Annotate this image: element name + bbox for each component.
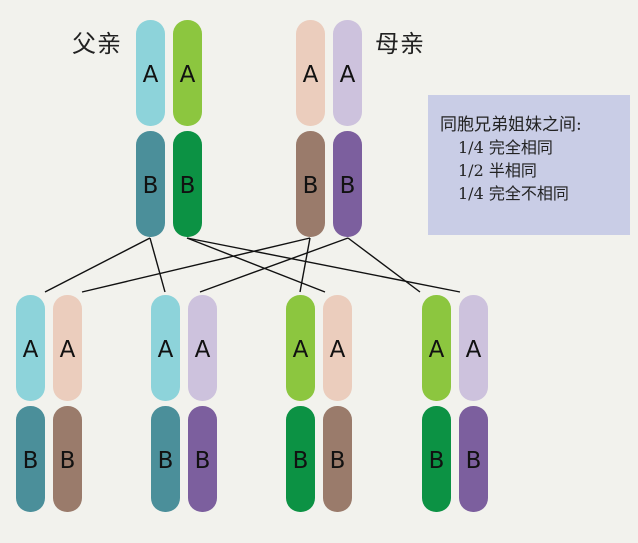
child-3-chromosome-1: AB (286, 295, 315, 512)
inheritance-line-5 (81, 237, 311, 293)
father-chromosome-2: AB (173, 20, 202, 237)
chromosome-segment-b (151, 406, 180, 512)
gene-label-b: B (23, 448, 39, 474)
chromosome-segment-b (188, 406, 217, 512)
gene-label-a: A (340, 62, 356, 88)
chromosome-segment-b (53, 406, 82, 512)
gene-label-a: A (303, 62, 319, 88)
chromosome-segment-b (286, 406, 315, 512)
gene-label-a: A (158, 337, 174, 363)
chromosome-segment-a (296, 20, 325, 126)
chromosome-segment-a (136, 20, 165, 126)
inheritance-line-1 (44, 237, 151, 293)
inheritance-line-7 (199, 237, 349, 293)
father-chromosome-1: AB (136, 20, 165, 237)
gene-label-a: A (466, 337, 482, 363)
gene-label-b: B (330, 448, 346, 474)
child-4-chromosome-1: AB (422, 295, 451, 512)
chromosome-segment-b (323, 406, 352, 512)
chromosome-segment-b (296, 131, 325, 237)
gene-label-b: B (143, 173, 159, 199)
info-line-half: 1/2 半相同 (458, 161, 537, 180)
gene-label-a: A (143, 62, 159, 88)
info-line-none: 1/4 完全不相同 (458, 184, 569, 203)
chromosome-segment-b (173, 131, 202, 237)
chromosome-segment-a (173, 20, 202, 126)
gene-label-a: A (293, 337, 309, 363)
chromosome-segment-b (16, 406, 45, 512)
child-4-chromosome-2: AB (459, 295, 488, 512)
gene-label-a: A (23, 337, 39, 363)
mother-chromosome-1: AB (296, 20, 325, 237)
chromosome-segment-b (136, 131, 165, 237)
gene-label-b: B (180, 173, 196, 199)
info-title: 同胞兄弟姐妹之间: (440, 115, 582, 135)
chromosome-segment-a (422, 295, 451, 401)
gene-label-b: B (195, 448, 211, 474)
gene-label-b: B (429, 448, 445, 474)
mother-label: 母亲 (375, 30, 425, 58)
gene-label-a: A (195, 337, 211, 363)
chromosome-segment-a (323, 295, 352, 401)
chromosome-segment-b (422, 406, 451, 512)
chromosome-segment-a (286, 295, 315, 401)
gene-label-b: B (158, 448, 174, 474)
inheritance-line-4 (186, 237, 461, 293)
gene-label-b: B (293, 448, 309, 474)
chromosome-segment-a (151, 295, 180, 401)
mother-chromosome-2: AB (333, 20, 362, 237)
child-2-chromosome-2: AB (188, 295, 217, 512)
child-3-chromosome-2: AB (323, 295, 352, 512)
gene-label-a: A (429, 337, 445, 363)
chromosome-segment-a (16, 295, 45, 401)
gene-label-b: B (60, 448, 76, 474)
chromosome-segment-a (188, 295, 217, 401)
inheritance-line-6 (299, 237, 311, 293)
inheritance-lines (44, 237, 461, 293)
sibling-info-box: 同胞兄弟姐妹之间: 1/4 完全相同 1/2 半相同 1/4 完全不相同 (428, 95, 630, 235)
inheritance-line-2 (149, 237, 166, 293)
gene-label-a: A (60, 337, 76, 363)
chromosome-segment-a (459, 295, 488, 401)
info-line-identical: 1/4 完全相同 (458, 138, 553, 157)
chromosome-segment-b (459, 406, 488, 512)
father-label: 父亲 (72, 30, 122, 58)
inheritance-line-8 (347, 237, 421, 293)
gene-label-b: B (466, 448, 482, 474)
child-1-chromosome-2: AB (53, 295, 82, 512)
child-1-chromosome-1: AB (16, 295, 45, 512)
gene-label-a: A (180, 62, 196, 88)
gene-label-b: B (340, 173, 356, 199)
chromosome-segment-a (333, 20, 362, 126)
gene-label-a: A (330, 337, 346, 363)
child-2-chromosome-1: AB (151, 295, 180, 512)
chromosome-segment-a (53, 295, 82, 401)
gene-label-b: B (303, 173, 319, 199)
chromosome-segment-b (333, 131, 362, 237)
